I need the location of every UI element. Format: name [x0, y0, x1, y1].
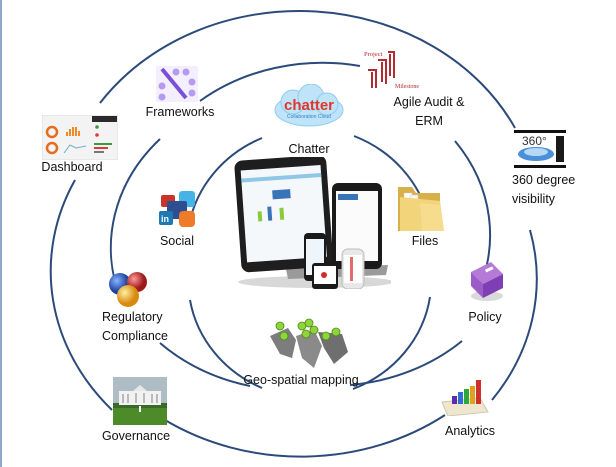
center-devices — [226, 155, 394, 290]
label-360-line1: 360 degree — [512, 173, 576, 187]
360-icon: 360° — [514, 130, 566, 168]
label-chatter: Chatter — [288, 142, 330, 156]
label-governance: Governance — [101, 429, 171, 443]
page-left-border — [0, 0, 2, 467]
spheres-icon — [108, 270, 150, 308]
chatter-logo-subtext: Collaboration Cloud — [287, 114, 331, 120]
policy-book-icon — [467, 258, 507, 302]
label-social: Social — [159, 234, 195, 248]
label-policy: Policy — [468, 310, 502, 324]
chatter-cloud-icon: chatter Collaboration Cloud — [271, 83, 347, 130]
middle-ring-arc-top-left — [199, 61, 361, 102]
middle-ring-arc-bottom-right — [349, 340, 463, 386]
label-360-degree-visibility: 360 degree visibility — [512, 172, 592, 207]
inner-ring-arc-right — [352, 296, 431, 390]
outer-ring-arc-right — [491, 229, 538, 401]
label-agile-line2: ERM — [415, 114, 443, 128]
frameworks-icon — [156, 66, 198, 102]
label-geo-spatial-mapping: Geo-spatial mapping — [243, 373, 359, 387]
project-text: Project — [364, 51, 383, 58]
middle-ring-arc-bottom-left — [159, 342, 251, 387]
inner-ring-arc-left — [189, 299, 263, 389]
label-files: Files — [411, 234, 439, 248]
label-agile-audit-erm: Agile Audit & ERM — [384, 94, 474, 129]
folder-icon — [396, 183, 448, 233]
label-regulatory-line1: Regulatory — [102, 310, 163, 324]
label-agile-line1: Agile Audit & — [393, 95, 465, 109]
outer-ring-arc-left — [49, 179, 113, 411]
label-analytics: Analytics — [444, 424, 496, 438]
white-house-icon — [113, 377, 167, 425]
svg-text:in: in — [161, 214, 169, 224]
devices-icon — [234, 155, 394, 290]
dashboard-icon — [41, 114, 119, 161]
project-milestone-icon: Project Milestone — [364, 48, 428, 90]
chatter-logo-text: chatter — [283, 97, 335, 114]
map-pins-icon — [266, 318, 350, 370]
360-text: 360° — [522, 134, 547, 148]
label-regulatory-compliance: Regulatory Compliance — [102, 309, 182, 344]
bar-chart-icon — [440, 378, 490, 417]
label-dashboard: Dashboard — [41, 160, 103, 174]
label-frameworks: Frameworks — [145, 105, 215, 119]
outer-ring-arc-top — [99, 10, 516, 129]
social-media-icon: in — [155, 189, 201, 229]
label-360-line2: visibility — [512, 192, 556, 206]
outer-ring-arc-bottom — [164, 414, 446, 458]
label-regulatory-line2: Compliance — [102, 329, 169, 343]
milestone-text: Milestone — [395, 84, 419, 90]
